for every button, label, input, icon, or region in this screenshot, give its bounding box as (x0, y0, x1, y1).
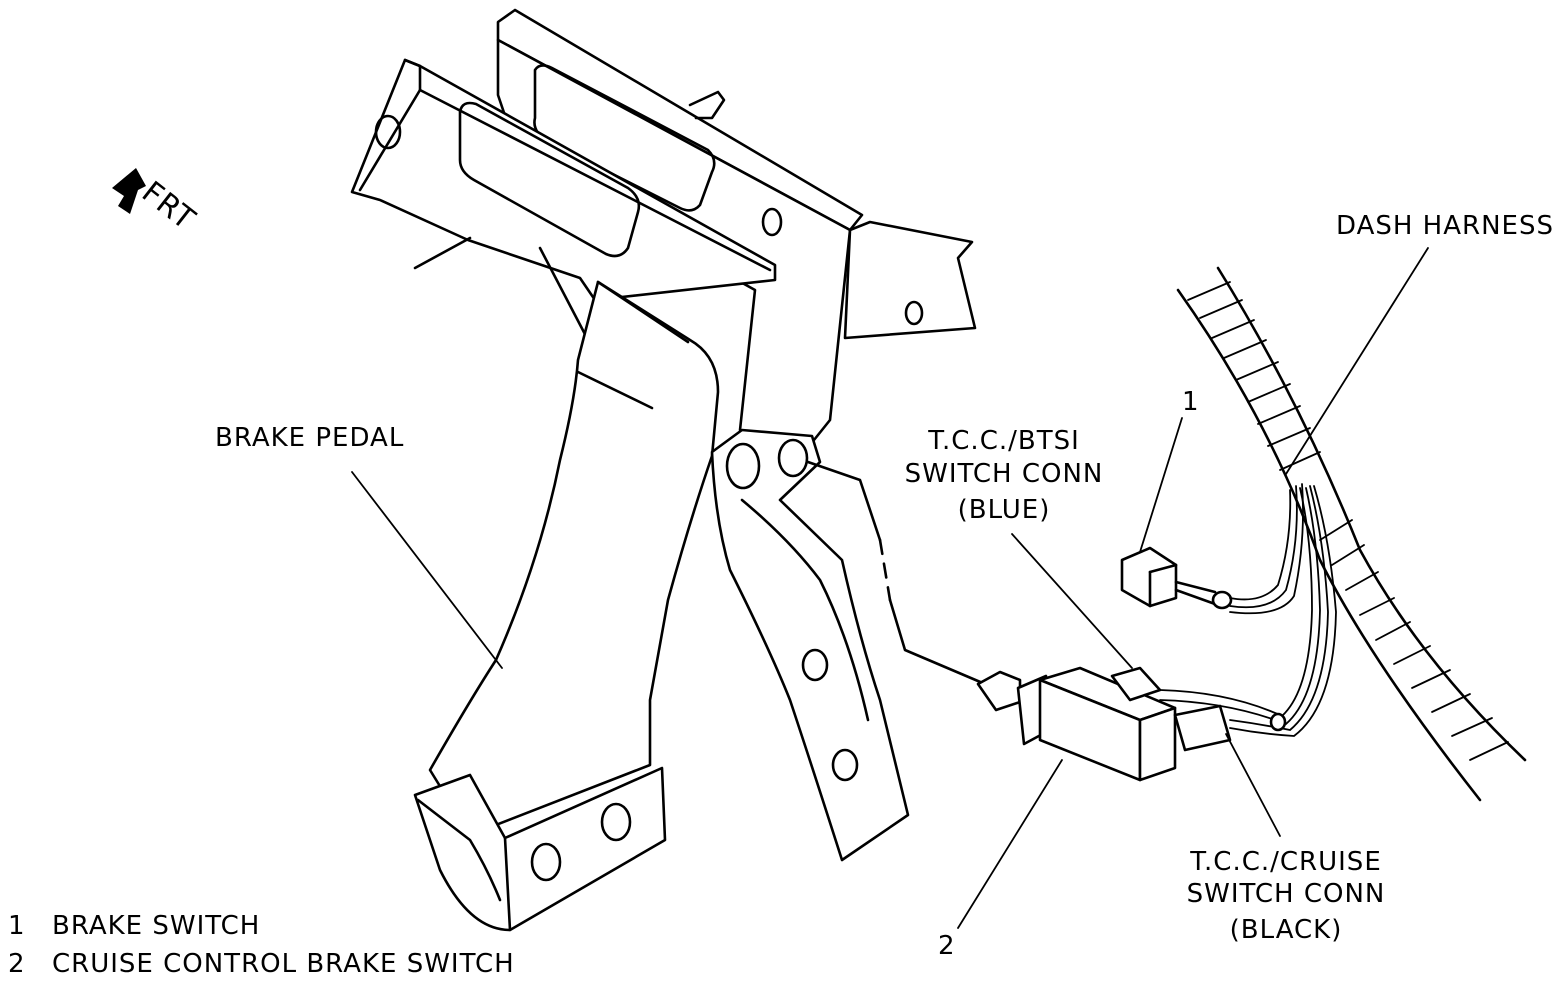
legend-number-2: 2 (8, 949, 26, 979)
brake-switch-connector (1120, 546, 1233, 610)
brake-pedal-label: BRAKE PEDAL (215, 423, 404, 453)
install-line-lower (888, 598, 987, 686)
leader-callout-1 (1139, 417, 1183, 553)
harness-wires (1159, 483, 1337, 737)
install-line (806, 460, 882, 542)
dash-harness (1176, 266, 1527, 802)
tcc-cruise-label-line3: (BLACK) (1230, 915, 1343, 945)
callout-1: 1 (1182, 387, 1200, 417)
leader-tcc-cruise (1225, 733, 1281, 837)
dash-harness-label: DASH HARNESS (1336, 211, 1554, 241)
leader-tcc-btsi (1011, 533, 1133, 669)
legend-number-1: 1 (8, 911, 26, 941)
tcc-cruise-label-line2: SWITCH CONN (1187, 879, 1386, 909)
leader-callout-2 (957, 759, 1063, 929)
tcc-btsi-label-line3: (BLUE) (958, 495, 1051, 525)
tcc-btsi-label-line1: T.C.C./BTSI (927, 426, 1080, 456)
cruise-control-brake-switch (976, 666, 1232, 782)
front-label: FRT (135, 175, 202, 238)
leader-lines (351, 247, 1429, 929)
leader-brake-pedal (351, 471, 503, 669)
leader-dash-harness (1285, 247, 1429, 475)
brake-pedal (413, 280, 720, 932)
tcc-cruise-label-line1: T.C.C./CRUISE (1189, 847, 1382, 877)
switch-mount-arm (710, 428, 910, 862)
legend-text-1: BRAKE SWITCH (52, 911, 260, 941)
legend: 1 BRAKE SWITCH 2 CRUISE CONTROL BRAKE SW… (8, 911, 515, 979)
front-arrow-icon (112, 168, 146, 214)
tcc-btsi-label-line2: SWITCH CONN (905, 459, 1104, 489)
legend-text-2: CRUISE CONTROL BRAKE SWITCH (52, 949, 515, 979)
callout-2: 2 (938, 931, 956, 961)
install-line-dashed (878, 538, 892, 602)
pedal-support-bracket (496, 8, 977, 472)
